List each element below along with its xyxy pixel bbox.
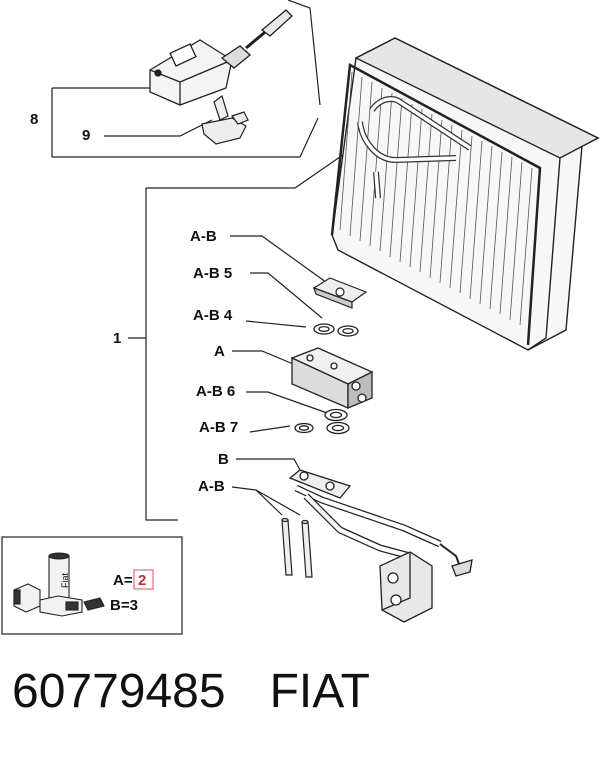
- callout-1: 1: [113, 330, 121, 347]
- callout-a-valve: A: [214, 343, 225, 360]
- legend-box: Fiat A= 2 B=3: [1, 536, 183, 635]
- seal-rings-7: [294, 421, 350, 435]
- callout-ab6: A-B 6: [196, 383, 235, 400]
- callout-ab-pins: A-B: [198, 478, 225, 495]
- legend-a-text: A=: [113, 572, 133, 589]
- callout-ab4: A-B 4: [193, 307, 233, 324]
- tube-icon: [13, 583, 41, 613]
- footer-caption: 60779485 FIAT: [12, 668, 370, 716]
- expansion-valve-part: [290, 347, 374, 409]
- part-number: 60779485: [12, 665, 226, 718]
- can-label: Fiat: [60, 572, 70, 588]
- legend-b-text: B=3: [110, 597, 138, 614]
- callout-ab7: A-B 7: [199, 419, 238, 436]
- pins-part: [281, 517, 313, 578]
- bracket-clip-part: [312, 277, 368, 309]
- brand-name: FIAT: [269, 665, 370, 718]
- callout-ab-bracket: A-B: [190, 228, 217, 245]
- callout-ab5: A-B 5: [193, 265, 232, 282]
- grease-can-icon: Fiat: [48, 552, 70, 603]
- legend-a-value: 2: [138, 572, 146, 589]
- callout-9: 9: [82, 127, 90, 144]
- callout-8: 8: [30, 111, 38, 128]
- evaporator-core: [330, 37, 600, 351]
- callout-b-pipe: B: [218, 451, 229, 468]
- legend-a-highlight: [133, 569, 154, 590]
- leader-lines: [51, 0, 351, 521]
- pipe-assembly-part: [288, 469, 473, 623]
- package-icon: [39, 595, 105, 617]
- callout-labels: 8 9 1 A-B A-B 5 A-B 4 A A-B 6 A-B 7 B A-…: [30, 111, 238, 495]
- clip-part: [201, 95, 249, 145]
- seal-ring-6: [324, 408, 348, 422]
- temperature-sensor-part: [149, 9, 293, 106]
- seal-rings-4: [313, 323, 359, 337]
